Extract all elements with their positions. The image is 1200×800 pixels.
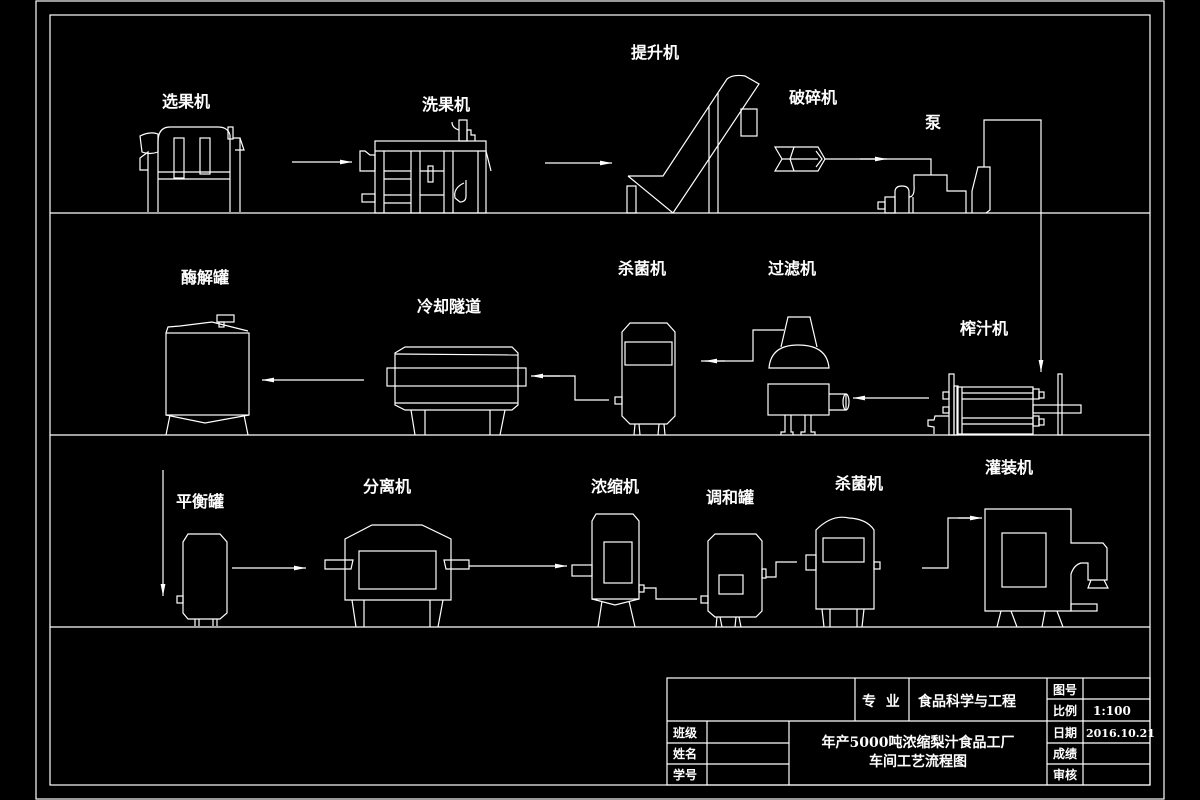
sterilizer-row3-machine: 杀菌机 [805, 474, 883, 628]
separator-machine: 分离机 [324, 477, 470, 628]
drawing-title-line2: 车间工艺流程图 [869, 753, 967, 770]
juicer-machine: 榨汁机 [927, 319, 1082, 436]
elevator-machine: 提升机 [626, 43, 760, 214]
elevator-label: 提升机 [631, 43, 679, 62]
concentrator-machine: 浓缩机 [571, 477, 645, 628]
name-label: 姓名 [673, 746, 697, 761]
sterilizer-row2-label: 杀菌机 [618, 259, 666, 278]
enzyme-tank: 酶解罐 [165, 268, 250, 436]
balance-tank-label: 平衡罐 [176, 492, 224, 511]
grade-label: 成绩 [1053, 746, 1077, 761]
flow-line-blending-to-sterilizer [766, 561, 797, 578]
juicer-label: 榨汁机 [960, 319, 1008, 338]
drawing-title-line1: 年产5000吨浓缩梨汁食品工厂 [822, 734, 1015, 751]
review-label: 审核 [1053, 767, 1077, 782]
student-id-label: 学号 [673, 767, 697, 782]
crusher-label: 破碎机 [789, 88, 837, 107]
filter-machine: 过滤机 [767, 259, 850, 435]
crusher-machine: 破碎机 [773, 88, 837, 172]
date-label: 日期 [1053, 725, 1077, 740]
blending-tank: 调和罐 [700, 488, 767, 628]
cooling-tunnel-label: 冷却隧道 [417, 297, 481, 316]
major-value: 食品科学与工程 [918, 693, 1016, 710]
date-value: 2016.10.21 [1086, 727, 1155, 740]
cooling-tunnel-machine: 冷却隧道 [386, 297, 527, 436]
filler-machine: 灌装机 [984, 458, 1109, 628]
balance-tank: 平衡罐 [176, 492, 228, 626]
scale-value: 1:100 [1093, 704, 1131, 718]
class-label: 班级 [673, 725, 697, 740]
sorter-label: 选果机 [162, 92, 210, 111]
pump-machine: 泵 [877, 113, 1042, 214]
pump-label: 泵 [924, 113, 941, 132]
filler-label: 灌装机 [985, 458, 1033, 477]
flow-line-sterilizer-to-cooling [540, 375, 609, 401]
sorter-machine: 选果机 [139, 92, 245, 212]
flow-line-sterilizer-to-filler [922, 517, 978, 569]
filter-label: 过滤机 [768, 259, 816, 278]
title-block: 专 业 食品科学与工程 班级 姓名 学号 年产5000吨浓缩梨汁食品工厂 车间工… [666, 677, 1155, 786]
sterilizer-row3-label: 杀菌机 [835, 474, 883, 493]
drawing-no-label: 图号 [1053, 682, 1077, 697]
major-label: 专 业 [862, 693, 900, 710]
concentrator-label: 浓缩机 [591, 477, 639, 496]
scale-label: 比例 [1053, 703, 1077, 718]
blending-tank-label: 调和罐 [706, 488, 754, 507]
enzyme-tank-label: 酶解罐 [181, 268, 229, 287]
inner-border [49, 14, 1151, 786]
separator-label: 分离机 [363, 477, 411, 496]
washer-label: 洗果机 [422, 95, 470, 114]
sterilizer-row2-machine: 杀菌机 [614, 259, 676, 436]
outer-frame [35, 0, 1165, 800]
flow-line-filter-to-sterilizer [701, 329, 784, 362]
washer-machine: 洗果机 [359, 95, 492, 214]
flow-line-crusher-to-pump [825, 158, 932, 175]
flow-line-concentrator-to-blending [644, 587, 697, 600]
